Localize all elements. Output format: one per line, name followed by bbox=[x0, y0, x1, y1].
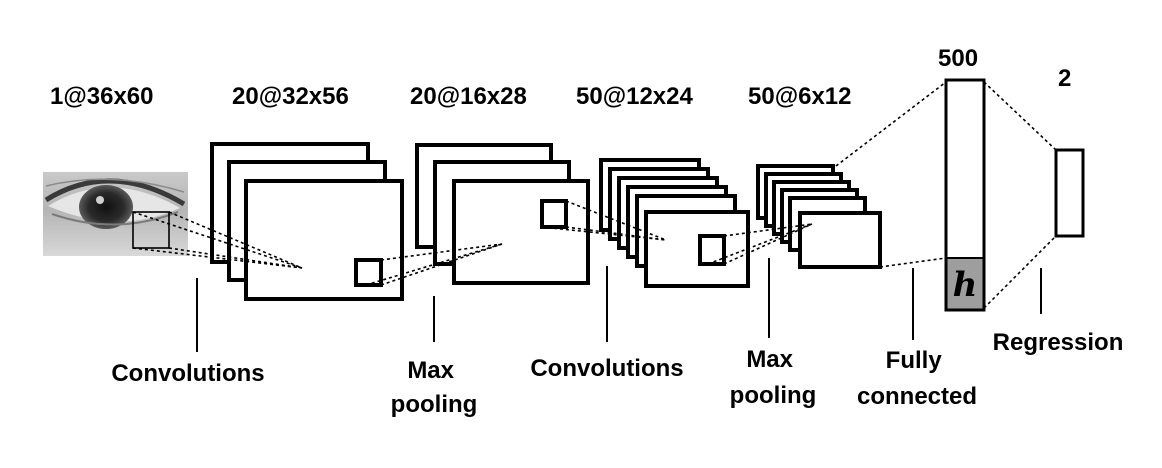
conv2-kernel-window bbox=[698, 234, 726, 266]
op-label-convolutions-1: Convolutions bbox=[111, 360, 264, 387]
conv2-feature-maps bbox=[599, 158, 750, 288]
layer-dims-conv2: 50@12x24 bbox=[576, 83, 693, 110]
connection-lines bbox=[132, 81, 1057, 309]
fc-h-symbol: h bbox=[953, 265, 978, 305]
input-eye-image bbox=[43, 172, 188, 256]
op-label-max-pooling-1: Max pooling bbox=[391, 357, 478, 418]
layer-dims-fc: 500 bbox=[938, 45, 978, 72]
layer-dims-input: 1@36x60 bbox=[50, 83, 154, 110]
op-label-fully-connected: Fully connected bbox=[857, 347, 977, 410]
input-kernel-window bbox=[132, 211, 170, 249]
layer-dims-output: 2 bbox=[1058, 65, 1071, 92]
op-label-regression: Regression bbox=[993, 329, 1124, 356]
op-label-convolutions-2: Convolutions bbox=[530, 355, 683, 382]
conv1-feature-maps bbox=[210, 142, 404, 301]
layer-dims-conv1: 20@32x56 bbox=[232, 83, 349, 110]
pool2-feature-maps bbox=[756, 164, 882, 269]
op-label-max-pooling-2: Max pooling bbox=[730, 346, 817, 409]
layer-dims-pool1: 20@16x28 bbox=[410, 83, 527, 110]
pool1-kernel-window bbox=[540, 199, 568, 229]
output-vector bbox=[1054, 148, 1085, 238]
layer-dims-pool2: 50@6x12 bbox=[748, 83, 852, 110]
fully-connected-vector bbox=[944, 78, 986, 312]
